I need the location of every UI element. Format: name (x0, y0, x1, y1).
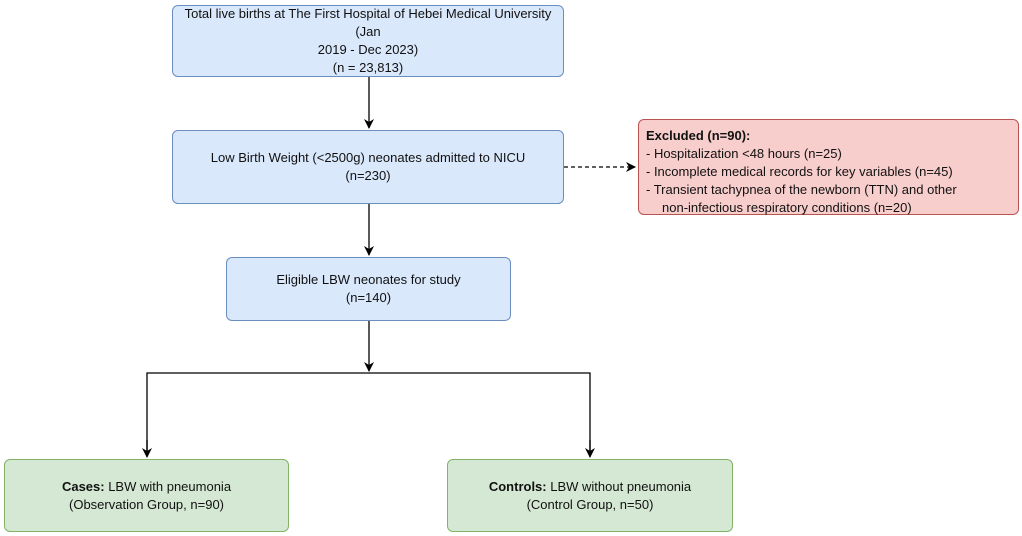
cases-line2: (Observation Group, n=90) (69, 496, 224, 512)
excluded-item: - Incomplete medical records for key var… (646, 164, 953, 179)
excluded-title: Excluded (n=90): (646, 128, 751, 143)
controls-line1: Controls: LBW without pneumonia (488, 478, 692, 494)
total-births-line3: (n = 23,813) (332, 60, 404, 75)
excluded-item: non-infectious respiratory conditions (n… (662, 200, 912, 215)
excluded-box: Excluded (n=90): - Hospitalization <48 h… (638, 119, 1019, 215)
controls-line2: (Control Group, n=50) (526, 496, 654, 512)
total-births-line2: 2019 - Dec 2023) (317, 42, 419, 57)
lbw-admitted-line1: Low Birth Weight (<2500g) neonates admit… (210, 150, 526, 165)
eligible-line1: Eligible LBW neonates for study (276, 272, 461, 287)
eligible-line2: (n=140) (345, 290, 392, 305)
controls-box: Controls: LBW without pneumonia (Control… (447, 459, 733, 532)
split-line (146, 372, 591, 456)
cases-line1: Cases: LBW with pneumonia (61, 478, 232, 494)
cases-box: Cases: LBW with pneumonia (Observation G… (4, 459, 289, 532)
eligible-box: Eligible LBW neonates for study (n=140) (226, 257, 511, 321)
lbw-admitted-line2: (n=230) (345, 168, 391, 183)
lbw-admitted-box: Low Birth Weight (<2500g) neonates admit… (172, 130, 564, 204)
excluded-item: - Hospitalization <48 hours (n=25) (646, 146, 842, 161)
total-births-box: Total live births at The First Hospital … (172, 5, 564, 77)
excluded-item: - Transient tachypnea of the newborn (TT… (646, 182, 957, 197)
total-births-line1: Total live births at The First Hospital … (184, 6, 552, 39)
